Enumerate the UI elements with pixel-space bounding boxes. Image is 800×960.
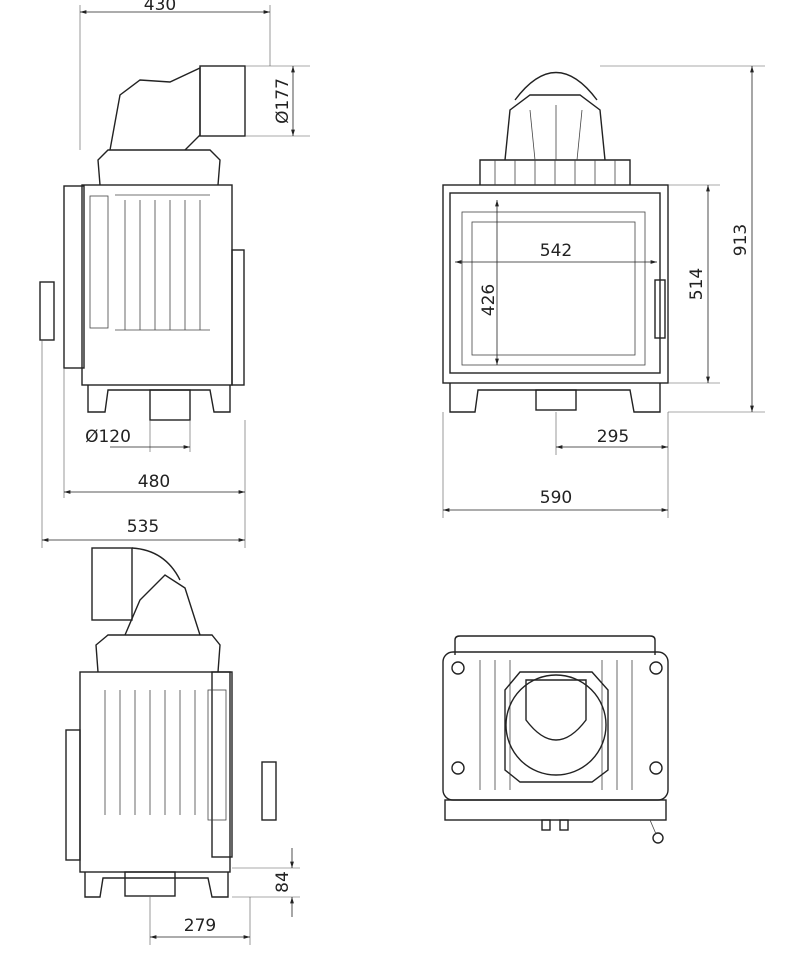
dim-84: 84 [273,871,293,893]
dim-flue-diameter: Ø177 [273,78,293,124]
dim-913: 913 [731,224,751,256]
dim-535: 535 [127,517,159,537]
dim-514: 514 [687,268,707,300]
side-view-right: 84 279 [65,547,300,945]
dim-542: 542 [540,241,572,261]
dim-295: 295 [597,427,629,447]
top-view [442,635,669,844]
dim-480: 480 [138,472,170,492]
dim-279: 279 [184,916,216,936]
front-view: 542 426 514 913 295 590 [442,65,765,518]
dim-590: 590 [540,488,572,508]
dim-flue-inlet: Ø120 [85,427,131,447]
side-view-left: 430 Ø177 Ø120 480 535 [39,0,310,548]
dim-426: 426 [479,284,499,316]
dim-430: 430 [144,0,176,15]
